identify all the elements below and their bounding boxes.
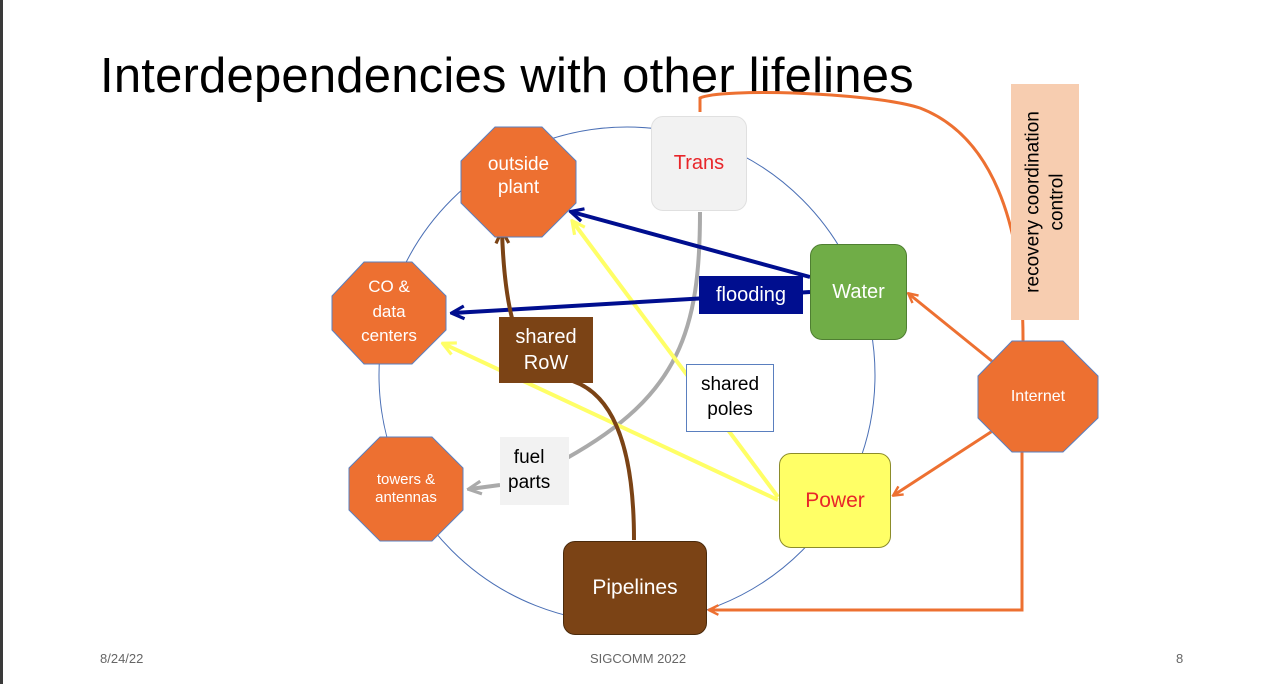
- internet-to-water-link: [909, 294, 994, 364]
- trans-label: Trans: [673, 152, 725, 174]
- flooding-label: flooding: [699, 276, 803, 314]
- towers-antennas-shape: [348, 436, 464, 542]
- water-box: Water: [810, 244, 907, 340]
- fuel-parts-arrow: [470, 485, 501, 489]
- outside-plant-shape: [460, 126, 577, 238]
- internet-to-pipelines-link: [710, 452, 1024, 610]
- towers-antennas-label: towers & antennas: [375, 471, 437, 506]
- pipelines-label: Pipelines: [592, 576, 678, 599]
- internet-to-power-link: [894, 428, 995, 495]
- recovery-coordination-note: recovery coordination control: [1011, 84, 1079, 320]
- fuel-parts-link: [566, 211, 702, 460]
- shared-poles-label: shared poles: [686, 364, 774, 432]
- power-box: Power: [779, 453, 891, 548]
- footer-date: 8/24/22: [100, 651, 144, 666]
- shared-row-label: shared RoW: [499, 317, 593, 383]
- footer-page-number: 8: [1176, 651, 1184, 666]
- flooding-link-outside-plant: [572, 212, 811, 279]
- internet-shape: [977, 340, 1099, 453]
- trans-box: Trans: [651, 116, 747, 211]
- power-label: Power: [805, 488, 865, 512]
- shared-poles-link-outside-plant: [573, 222, 780, 499]
- slide-left-edge: [0, 0, 3, 684]
- water-label: Water: [832, 280, 885, 303]
- fuel-parts-label: fuel parts: [500, 437, 569, 505]
- footer-venue: SIGCOMM 2022: [590, 651, 687, 666]
- recovery-coordination-label: recovery coordination control: [1022, 111, 1067, 293]
- co-data-centers-label: CO & data centers: [361, 277, 417, 346]
- co-data-centers-shape: [331, 261, 447, 365]
- pipelines-box: Pipelines: [563, 541, 707, 635]
- internet-label: Internet: [1010, 388, 1066, 406]
- outside-plant-label: outside plant: [487, 154, 550, 198]
